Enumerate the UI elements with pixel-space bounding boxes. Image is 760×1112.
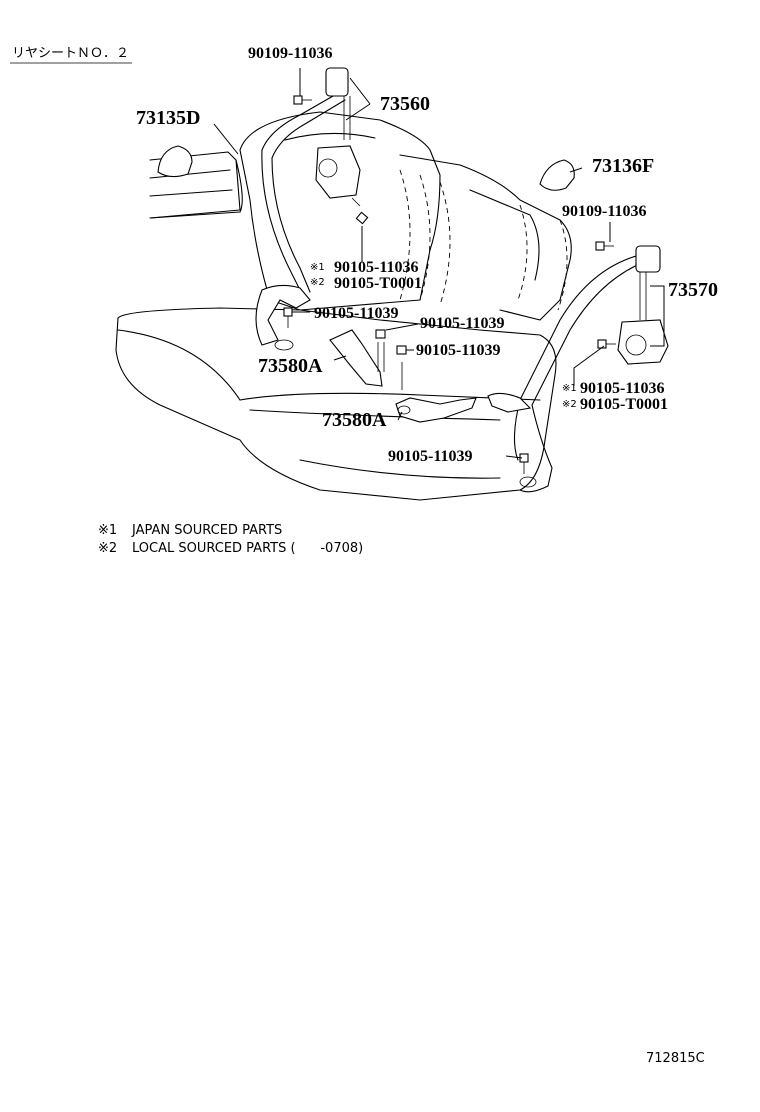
buckle-lower [395, 397, 477, 423]
notes-legend: ※1 JAPAN SOURCED PARTS ※2 LOCAL SOURCED … [98, 523, 363, 556]
left-lower-anchor [255, 284, 311, 346]
part-labels: 90109-11036 73560 73135D ※1 90105-11036 … [136, 45, 718, 465]
right-trim-cover [539, 159, 575, 191]
label-bolt-note1-right: 90105-11036 [580, 380, 664, 397]
left-trim-cover [157, 145, 193, 178]
label-bolt-center-b: 90105-11039 [416, 342, 500, 359]
label-bolt-center-a: 90105-11039 [420, 315, 504, 332]
note2-marker: ※2 [98, 541, 117, 556]
label-bolt-upper-left: 90109-11036 [248, 45, 332, 62]
note2-marker-right: ※2 [562, 399, 577, 410]
right-retractor [617, 319, 669, 365]
label-retractor-left: 73560 [380, 93, 430, 115]
bolt-icon [396, 345, 407, 355]
note1-text: JAPAN SOURCED PARTS [131, 523, 282, 538]
note1-marker: ※1 [98, 523, 117, 538]
bolt-icon [283, 307, 293, 328]
label-cover-right: 73136F [592, 155, 654, 177]
left-upper-anchor [325, 67, 349, 97]
seat-illustration [115, 111, 572, 501]
leader-lines [213, 68, 665, 459]
section-header: リヤシートＮＯ．２ [10, 46, 132, 64]
note2-text: LOCAL SOURCED PARTS ( -0708) [132, 541, 363, 556]
bolt-icon [597, 339, 616, 349]
label-bolt-note1-left: 90105-11036 [334, 259, 418, 276]
label-bolt-upper-right: 90109-11036 [562, 203, 646, 220]
buckle-upper [329, 329, 383, 387]
bolt-icon [595, 241, 614, 251]
label-bolt-note2-right: 90105-T0001 [580, 396, 668, 413]
right-upper-anchor [635, 245, 661, 273]
label-bolt-note2-left: 90105-T0001 [334, 275, 422, 292]
bolt-icon [519, 453, 529, 474]
label-cover-left: 73135D [136, 107, 200, 129]
label-bolt-lower-left: 90105-11039 [314, 305, 398, 322]
label-retractor-right: 73570 [668, 279, 718, 301]
section-title: リヤシートＮＯ．２ [12, 46, 129, 61]
left-retractor [315, 145, 361, 199]
label-bolt-lower-right: 90105-11039 [388, 448, 472, 465]
note2-marker-left: ※2 [310, 277, 325, 288]
bolt-icon [351, 197, 369, 225]
label-buckle-a1: 73580A [258, 355, 323, 377]
center-buckle-assembly [329, 329, 477, 423]
bolt-icon [293, 95, 312, 105]
right-belt-assembly [487, 241, 669, 493]
diagram-code: 712815C [646, 1051, 705, 1066]
note1-marker-left: ※1 [310, 262, 325, 273]
note1-marker-right: ※1 [562, 383, 577, 394]
bolt-icon [375, 329, 386, 339]
right-lower-anchor-plate [487, 392, 532, 413]
label-buckle-a2: 73580A [322, 409, 387, 431]
left-belt-assembly [255, 67, 369, 351]
